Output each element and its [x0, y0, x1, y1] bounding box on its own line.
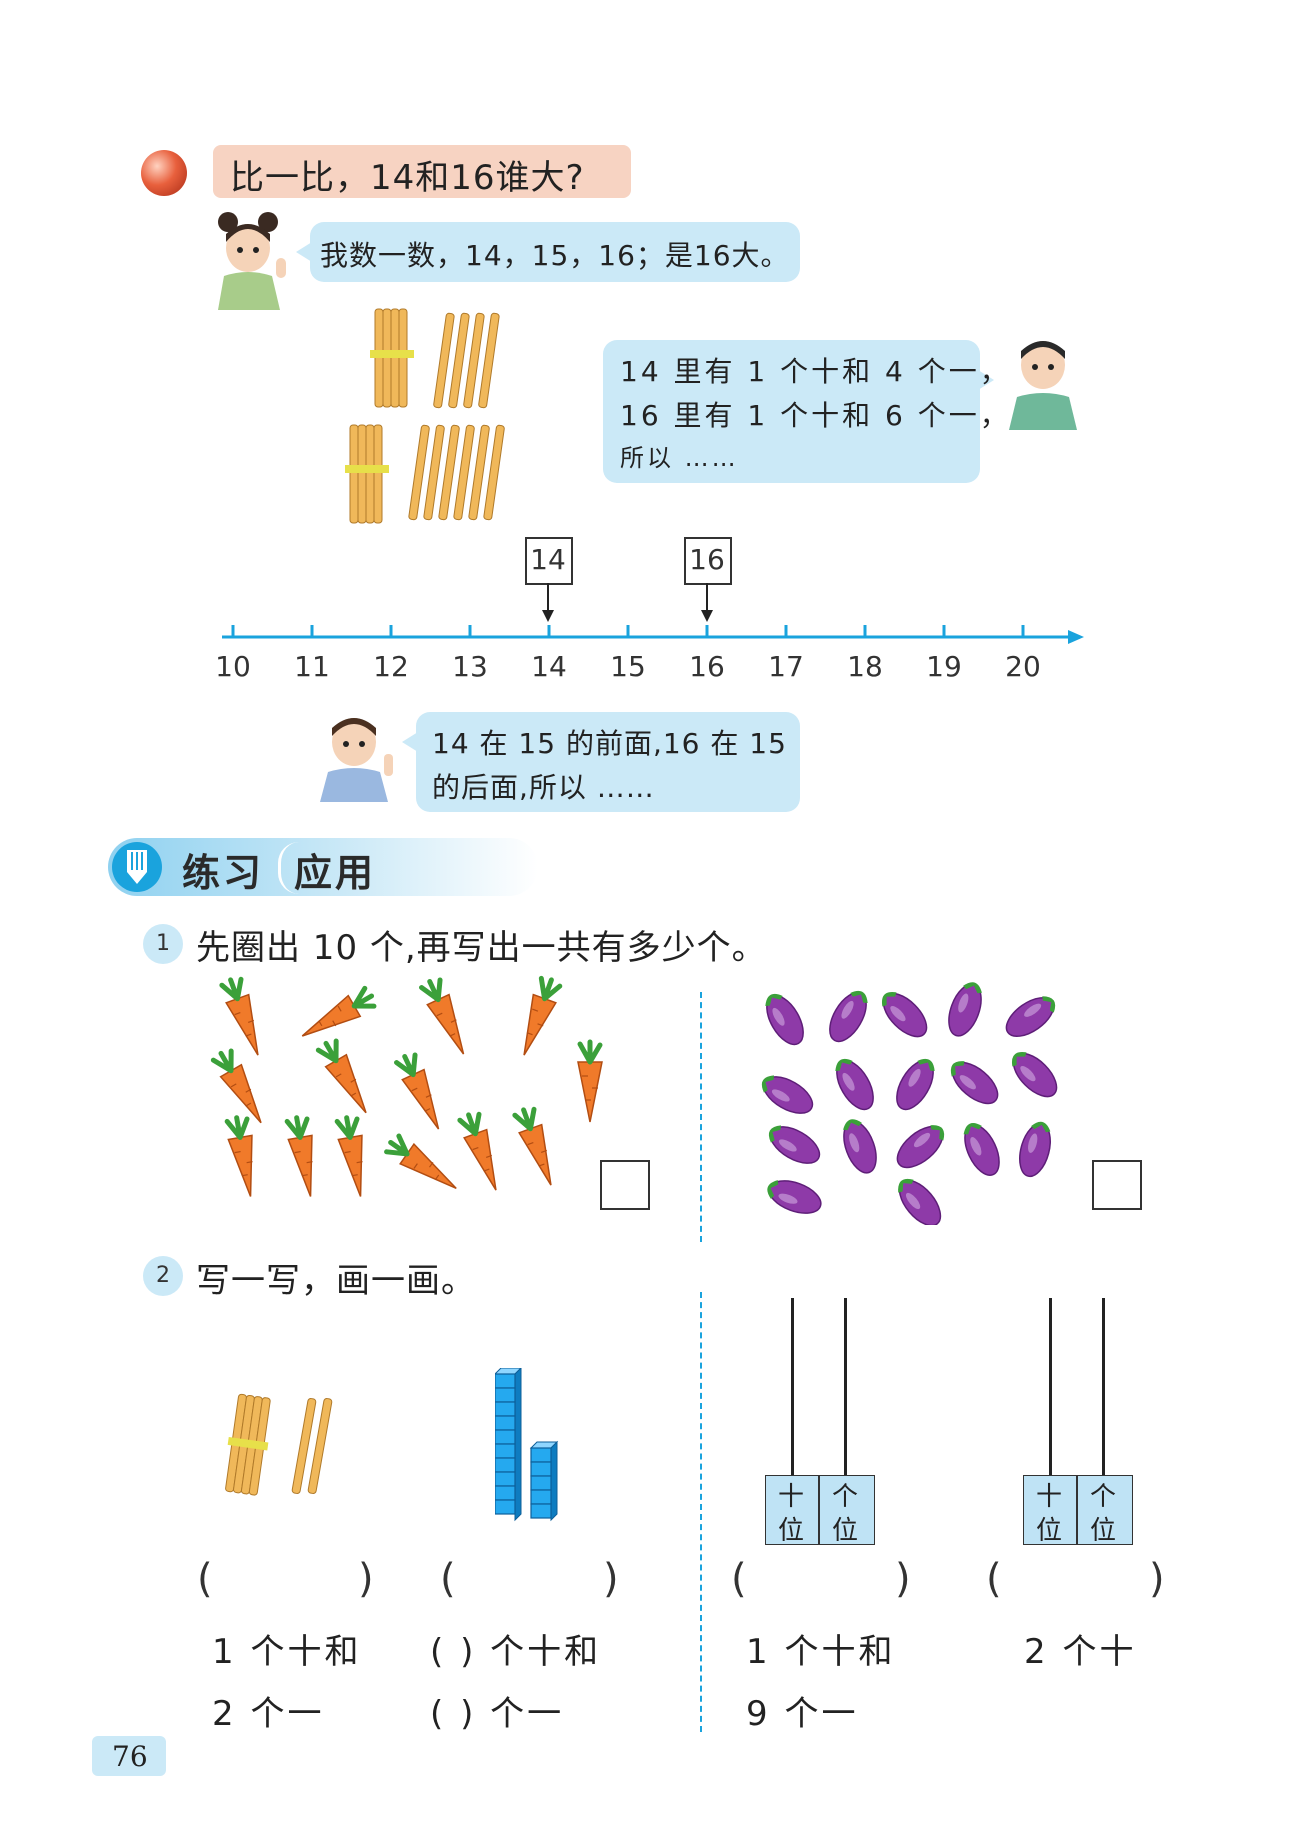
abacus-rod-ones	[844, 1298, 847, 1478]
pencil-glyph-icon	[127, 850, 147, 884]
caption-3-line-2: 9 个一	[746, 1694, 859, 1734]
abacus-base	[765, 1475, 875, 1545]
tick-label: 19	[926, 650, 962, 683]
abacus-base-divider	[818, 1475, 820, 1545]
red-ball-icon	[141, 150, 187, 196]
caption-1-line-1: 1 个十和	[212, 1632, 362, 1672]
tick-label: 12	[373, 650, 409, 683]
tick-label: 15	[610, 650, 646, 683]
blocks-illustration	[495, 1368, 559, 1522]
ones-label: 位	[1090, 1516, 1117, 1546]
boy-speech-bubble	[603, 340, 980, 483]
page-number-badge	[92, 1736, 166, 1776]
tick-label: 16	[689, 650, 725, 683]
sticks-12-illustration	[225, 1393, 333, 1496]
dashed-divider	[700, 992, 702, 1242]
marker-box-16	[684, 537, 732, 585]
practice-header-divider	[278, 842, 299, 894]
boy-speech-line-2: 16 里有 1 个十和 6 个一，	[620, 399, 1011, 432]
answer-paren-open: (	[731, 1556, 747, 1602]
answer-paren-open: (	[440, 1556, 456, 1602]
tick-label: 18	[847, 650, 883, 683]
tick-label: 14	[531, 650, 567, 683]
exercise-2-number: 2	[143, 1256, 183, 1296]
boy2-speech-line-2: 的后面,所以 ……	[432, 771, 655, 804]
ones-label: 位	[832, 1516, 859, 1546]
ones-label: 个	[832, 1482, 859, 1512]
practice-header-bar	[108, 838, 538, 896]
tick-label: 10	[215, 650, 251, 683]
girl-bubble-tail	[296, 242, 312, 262]
exercise-1-text: 先圈出 10 个,再写出一共有多少个。	[196, 928, 767, 968]
caption-2-line-2: ( ) 个一	[430, 1694, 565, 1734]
dashed-divider	[700, 1292, 702, 1732]
answer-paren-close: )	[358, 1556, 374, 1602]
boy2-bubble-tail	[402, 732, 418, 752]
section-title: 比一比，14和16谁大?	[230, 158, 585, 198]
abacus-rod-tens	[1049, 1298, 1052, 1478]
abacus-base-divider	[1076, 1475, 1078, 1545]
marker-label-14: 14	[530, 543, 566, 576]
marker-label-16: 16	[689, 543, 725, 576]
ones-label: 个	[1090, 1482, 1117, 1512]
answer-paren-close: )	[895, 1556, 911, 1602]
girl-illustration	[218, 212, 286, 310]
caption-1-line-2: 2 个一	[212, 1694, 325, 1734]
exercise-2-text: 写一写，画一画。	[196, 1261, 476, 1301]
girl-speech-bubble	[310, 222, 800, 282]
boy-speech-line-1: 14 里有 1 个十和 4 个一，	[620, 355, 1011, 388]
carrot-answer-box[interactable]	[600, 1160, 650, 1210]
carrots-illustration	[205, 975, 625, 1220]
answer-paren-open: (	[197, 1556, 213, 1602]
tick-label: 17	[768, 650, 804, 683]
number-line	[222, 583, 1084, 644]
boy2-speech-bubble	[416, 712, 800, 812]
abacus-rod-ones	[1102, 1298, 1105, 1478]
tick-label: 20	[1005, 650, 1041, 683]
boy-illustration	[1009, 341, 1077, 430]
exercise-1-number: 1	[143, 924, 183, 964]
answer-paren-open: (	[986, 1556, 1002, 1602]
caption-3-line-1: 1 个十和	[746, 1632, 896, 1672]
section-title-box	[213, 145, 631, 198]
tick-label: 13	[452, 650, 488, 683]
practice-header-part1: 练习	[182, 851, 265, 895]
page-number: 76	[112, 1740, 148, 1773]
boy-speech-line-3: 所以 ……	[620, 444, 739, 472]
caption-4-line-1: 2 个十	[1024, 1632, 1137, 1672]
answer-paren-close: )	[1149, 1556, 1165, 1602]
practice-header-part2: 应用	[294, 851, 377, 895]
tens-label: 十	[1036, 1482, 1063, 1512]
tick-label: 11	[294, 650, 330, 683]
caption-2-line-1: ( ) 个十和	[430, 1632, 602, 1672]
boy2-speech-line-1: 14 在 15 的前面,16 在 15	[432, 727, 787, 760]
sticks-illustration	[345, 308, 505, 524]
abacus-rod-tens	[791, 1298, 794, 1478]
eggplant-answer-box[interactable]	[1092, 1160, 1142, 1210]
bundle-of-ten-icon	[370, 308, 414, 408]
eggplants-illustration	[755, 977, 1065, 1225]
boy-bubble-tail	[978, 370, 994, 390]
answer-paren-close: )	[603, 1556, 619, 1602]
boy2-illustration	[320, 718, 393, 802]
girl-speech-text: 我数一数，14，15，16；是16大。	[320, 239, 790, 272]
tens-label: 位	[1036, 1516, 1063, 1546]
bundle-of-ten-icon	[345, 424, 389, 524]
tens-label: 位	[778, 1516, 805, 1546]
abacus-base	[1023, 1475, 1133, 1545]
tens-label: 十	[778, 1482, 805, 1512]
